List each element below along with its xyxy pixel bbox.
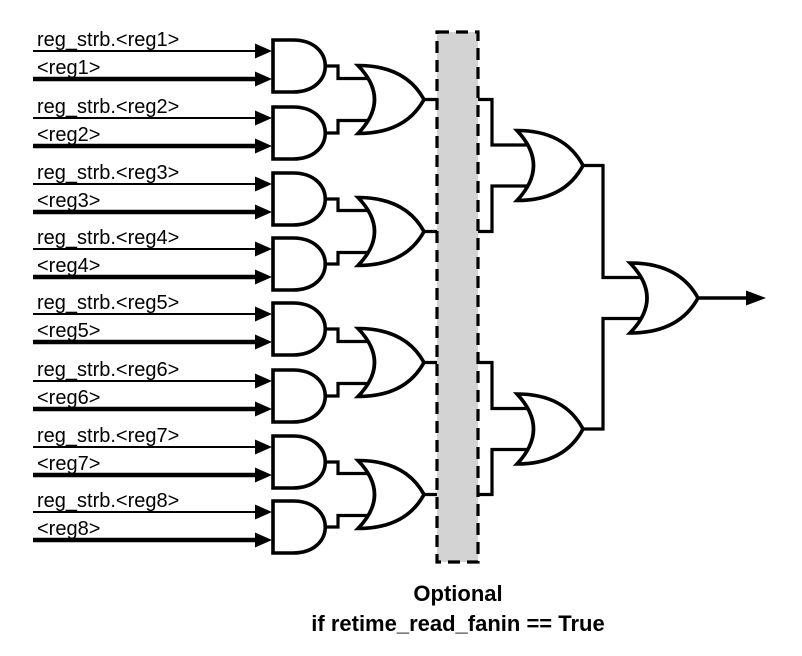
and-gate-8	[271, 499, 328, 555]
final-or-gate	[625, 261, 701, 335]
input-label-value-8: <reg8>	[37, 518, 100, 540]
caption-line-1: Optional	[413, 581, 502, 606]
input-arrowhead-icon	[255, 71, 272, 87]
input-label-value-5: <reg5>	[37, 320, 100, 342]
caption-line-2: if retime_read_fanin == True	[311, 611, 604, 636]
input-arrowhead-icon	[255, 110, 272, 126]
input-arrowhead-icon	[255, 269, 272, 285]
input-arrowhead-icon	[255, 176, 272, 192]
input-arrowhead-icon	[255, 204, 272, 220]
or-gate-stage3-upper	[512, 128, 586, 203]
input-label-strobe-6: reg_strb.<reg6>	[37, 359, 179, 381]
or-gate-stage2-4	[353, 458, 427, 531]
and-gate-2	[271, 105, 328, 161]
input-label-value-1: <reg1>	[37, 57, 100, 79]
input-label-strobe-4: reg_strb.<reg4>	[37, 227, 179, 249]
input-arrowhead-icon	[255, 439, 272, 455]
input-arrowhead-icon	[255, 334, 272, 350]
input-arrowhead-icon	[255, 373, 272, 389]
input-label-value-6: <reg6>	[37, 387, 100, 409]
input-label-strobe-1: reg_strb.<reg1>	[37, 29, 179, 51]
and-gate-1	[271, 38, 328, 94]
and-gate-7	[271, 434, 328, 490]
input-label-value-3: <reg3>	[37, 190, 100, 212]
wire-or-stage3-upper-to-final	[575, 163, 655, 280]
input-arrowhead-icon	[255, 306, 272, 322]
input-label-strobe-3: reg_strb.<reg3>	[37, 162, 179, 184]
and-gate-5	[271, 301, 328, 357]
input-arrowhead-icon	[255, 467, 272, 483]
output-arrowhead-icon	[746, 290, 766, 306]
and-gate-3	[271, 171, 328, 227]
input-label-value-2: <reg2>	[37, 124, 100, 146]
or-gate-stage3-lower	[512, 392, 586, 466]
input-arrowhead-icon	[255, 241, 272, 257]
input-arrowhead-icon	[255, 401, 272, 417]
input-arrowhead-icon	[255, 43, 272, 59]
and-gate-6	[271, 368, 328, 424]
wire-or-stage3-lower-to-final	[575, 316, 655, 431]
retime-register-box	[435, 30, 480, 564]
or-gate-stage2-3	[353, 326, 427, 399]
input-label-strobe-8: reg_strb.<reg8>	[37, 490, 179, 512]
input-label-value-7: <reg7>	[37, 453, 100, 475]
input-label-strobe-7: reg_strb.<reg7>	[37, 425, 179, 447]
input-arrowhead-icon	[255, 532, 272, 548]
input-label-value-4: <reg4>	[37, 255, 100, 277]
input-label-strobe-5: reg_strb.<reg5>	[37, 292, 179, 314]
input-label-strobe-2: reg_strb.<reg2>	[37, 96, 179, 118]
or-gate-stage2-1	[353, 63, 427, 136]
input-arrowhead-icon	[255, 504, 272, 520]
and-gate-4	[271, 236, 328, 292]
input-arrowhead-icon	[255, 138, 272, 154]
or-gate-stage2-2	[353, 195, 427, 268]
